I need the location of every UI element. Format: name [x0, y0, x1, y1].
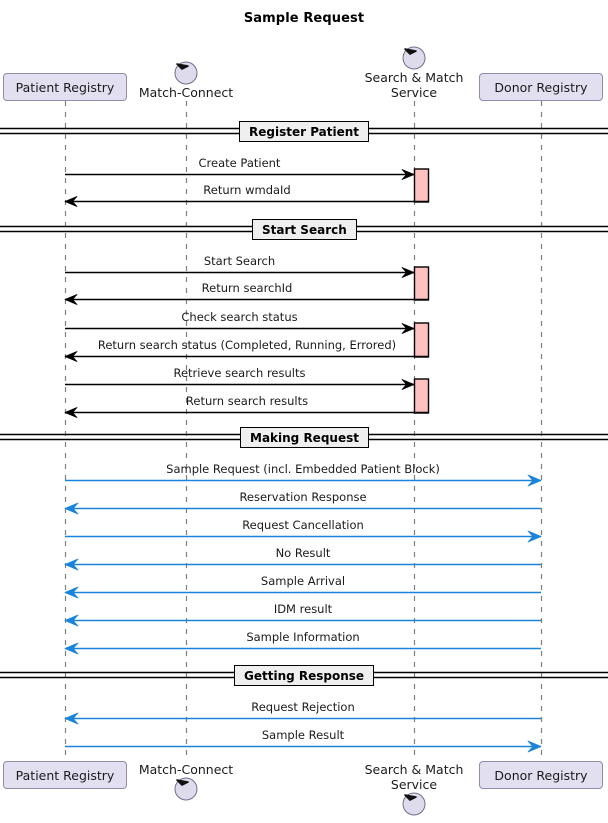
message-label-check-search-status: Check search status — [181, 310, 298, 324]
participant-match-connect-bottom[interactable]: Match-Connect — [138, 762, 234, 777]
participant-search-match-service-top[interactable]: Search & Match Service — [364, 70, 464, 100]
message-return-search-status-completed-running-errored — [64, 351, 429, 362]
self-loop-circle-icon-search-match-service-bottom — [402, 792, 426, 816]
message-label-create-patient: Create Patient — [198, 156, 281, 170]
message-return-searchid — [64, 294, 429, 305]
message-label-reservation-response: Reservation Response — [239, 490, 367, 504]
message-label-request-cancellation: Request Cancellation — [242, 518, 364, 532]
message-create-patient — [65, 169, 415, 180]
activation-bars-layer — [413, 168, 430, 414]
participant-donor-registry-top[interactable]: Donor Registry — [479, 73, 603, 101]
message-label-return-searchid: Return searchId — [201, 281, 293, 295]
message-label-request-rejection: Request Rejection — [251, 700, 355, 714]
message-request-rejection — [64, 712, 541, 725]
message-sample-result — [65, 740, 542, 753]
participant-icons-layer — [174, 46, 426, 816]
participant-donor-registry-bottom[interactable]: Donor Registry — [479, 761, 603, 789]
message-label-idm-result: IDM result — [273, 602, 333, 616]
message-request-cancellation — [65, 530, 542, 543]
message-label-sample-request-incl-embedded-patient-block: Sample Request (incl. Embedded Patient B… — [166, 462, 440, 476]
self-loop-circle-icon-match-connect-bottom — [174, 777, 198, 801]
fragment-label-getting-response: Getting Response — [234, 665, 375, 686]
message-label-sample-result: Sample Result — [261, 728, 345, 742]
message-arrows-layer — [64, 169, 542, 753]
message-return-search-results — [64, 407, 429, 418]
participant-patient-registry-bottom[interactable]: Patient Registry — [3, 761, 127, 789]
message-retrieve-search-results — [65, 379, 415, 390]
message-no-result — [64, 558, 541, 571]
message-reservation-response — [64, 502, 541, 515]
message-start-search — [65, 267, 415, 278]
participant-patient-registry-top[interactable]: Patient Registry — [3, 73, 127, 101]
message-sample-information — [64, 642, 541, 655]
fragment-label-start-search: Start Search — [252, 219, 357, 240]
message-idm-result — [64, 614, 541, 627]
message-label-sample-information: Sample Information — [246, 630, 360, 644]
message-label-retrieve-search-results: Retrieve search results — [173, 366, 306, 380]
participant-search-match-service-bottom[interactable]: Search & Match Service — [364, 762, 464, 792]
message-label-return-wmdaid: Return wmdaId — [203, 183, 291, 197]
message-sample-arrival — [64, 586, 541, 599]
message-label-start-search: Start Search — [203, 254, 276, 268]
message-label-no-result: No Result — [275, 546, 331, 560]
message-check-search-status — [65, 323, 415, 334]
participant-match-connect-top[interactable]: Match-Connect — [138, 85, 234, 100]
fragment-label-register-patient: Register Patient — [239, 121, 370, 142]
message-return-wmdaid — [64, 196, 429, 207]
lifelines-layer — [64, 101, 543, 761]
self-loop-circle-icon-match-connect-top — [174, 61, 198, 85]
fragment-label-making-request: Making Request — [240, 427, 369, 448]
message-sample-request-incl-embedded-patient-block — [65, 474, 542, 487]
page-title: Sample Request — [243, 11, 365, 26]
message-label-return-search-status-completed-running-errored: Return search status (Completed, Running… — [97, 338, 397, 352]
message-label-return-search-results: Return search results — [185, 394, 309, 408]
message-label-sample-arrival: Sample Arrival — [260, 574, 346, 588]
self-loop-circle-icon-search-match-service-top — [402, 46, 426, 70]
